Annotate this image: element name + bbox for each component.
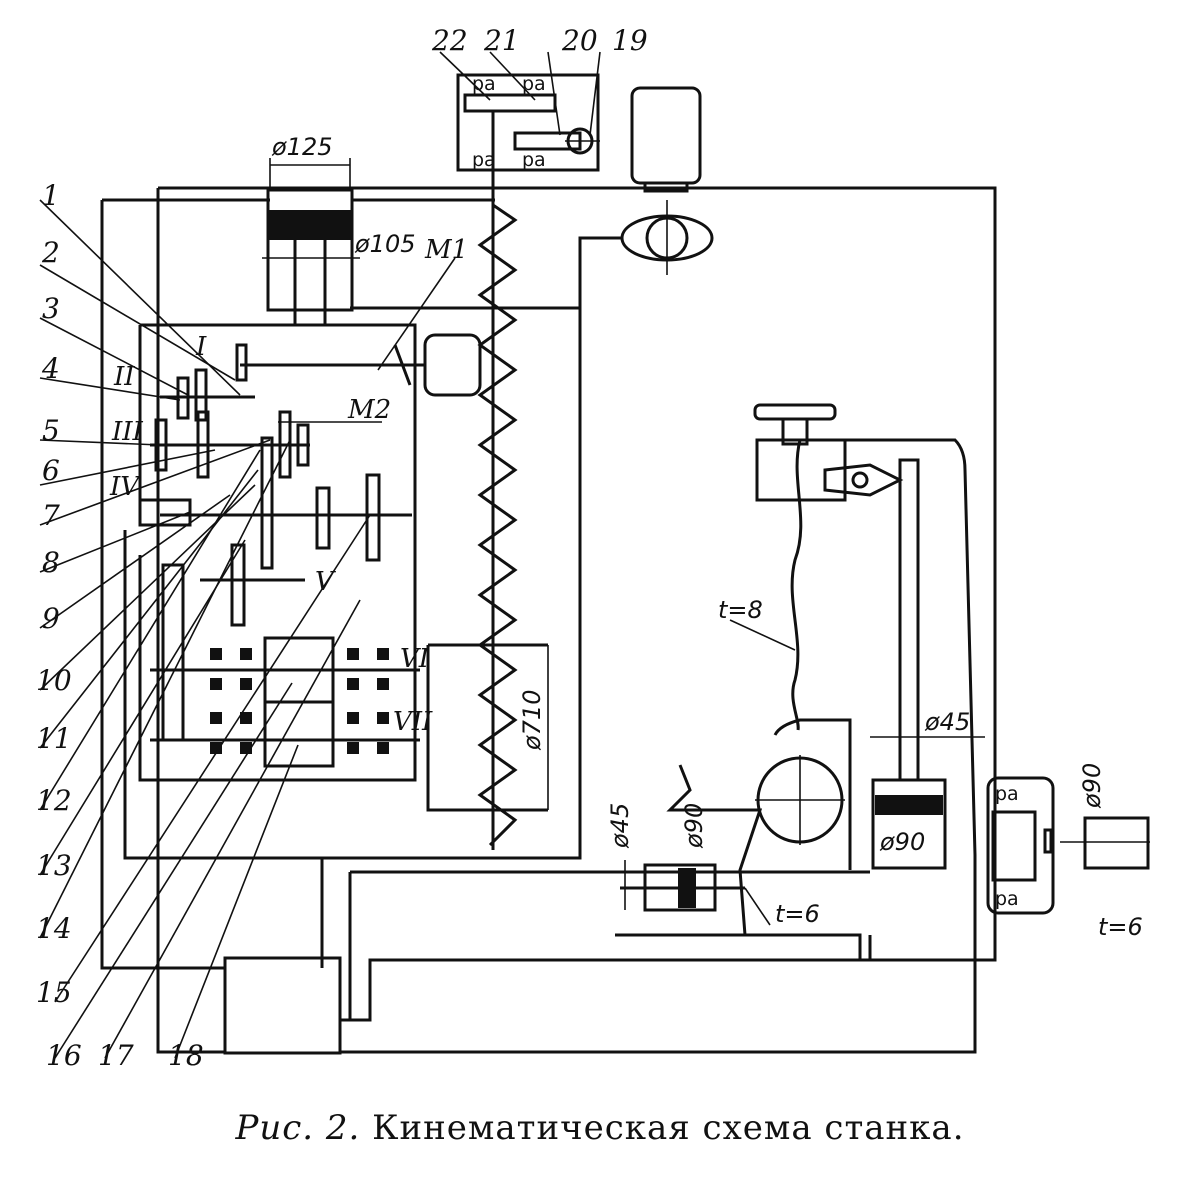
- label-3: 3: [42, 292, 60, 325]
- label-21: 21: [483, 24, 520, 57]
- shaft-label-vii: VII: [393, 707, 433, 737]
- label-12: 12: [36, 784, 72, 817]
- dim-d125: ø125: [271, 133, 333, 161]
- label-19: 19: [612, 24, 648, 57]
- bottom-gear-unit: [620, 860, 745, 912]
- gearbox-housing: [138, 323, 417, 782]
- dimension-labels: ø125 ø105 ø710 ø45 ø90 ø45 ø90 ø90 t=8 t…: [271, 133, 1143, 941]
- label-6: 6: [42, 454, 60, 487]
- label-9: 9: [42, 602, 60, 635]
- control-box: [223, 956, 342, 1055]
- label-8: 8: [42, 546, 60, 579]
- label-20: 20: [561, 24, 598, 57]
- top-motor: [620, 86, 714, 275]
- bearing-mark: pa: [522, 73, 546, 95]
- machine-frame: [100, 186, 997, 1054]
- label-18: 18: [168, 1039, 204, 1072]
- dim-d45-bottom: ø45: [606, 803, 634, 849]
- part-labels: 1 2 3 4 5 6 7 8 9 10 11 12 13 14 15 16 1…: [36, 24, 648, 1072]
- label-14: 14: [36, 912, 72, 945]
- dim-t8: t=8: [718, 596, 763, 624]
- label-22: 22: [431, 24, 468, 57]
- bearing-mark: pa: [472, 73, 496, 95]
- bearing-mark: pa: [472, 149, 496, 171]
- dim-d90-bottom: ø90: [680, 803, 708, 849]
- shaft-label-i: I: [195, 332, 207, 362]
- shaft-label-ii: II: [113, 362, 135, 392]
- label-2: 2: [41, 236, 60, 269]
- column: [835, 438, 985, 870]
- right-bearing-unit: pa pa: [986, 776, 1150, 915]
- motor-m1: [240, 333, 482, 397]
- dim-t6-right: t=6: [1098, 913, 1143, 941]
- bearings: [210, 648, 389, 754]
- dim-d90-right: ø90: [1078, 763, 1106, 809]
- label-10: 10: [36, 664, 72, 697]
- dim-d710: ø710: [518, 690, 546, 752]
- shaft-label-iii: III: [111, 417, 144, 447]
- label-15: 15: [36, 976, 72, 1009]
- clutch-label-m1: M1: [424, 235, 468, 265]
- label-16: 16: [46, 1039, 82, 1072]
- label-7: 7: [42, 499, 60, 532]
- label-1: 1: [42, 179, 60, 212]
- label-11: 11: [36, 722, 72, 755]
- dim-d105: ø105: [354, 230, 416, 258]
- bearing-mark: pa: [995, 888, 1019, 910]
- figure-title: Кинематическая схема станка.: [372, 1108, 965, 1148]
- bearing-mark: pa: [995, 783, 1019, 805]
- shaft-label-vi: VI: [400, 644, 430, 674]
- gear-train: [138, 343, 420, 768]
- shaft-labels: I II III IV V VI VII M1 M2: [109, 235, 468, 737]
- label-4: 4: [41, 352, 60, 385]
- leader-lines: [39, 51, 796, 1059]
- dim-d45-column: ø45: [924, 708, 970, 736]
- figure-number: Рис. 2.: [235, 1108, 361, 1148]
- label-5: 5: [42, 414, 60, 447]
- bearing-mark: pa: [522, 149, 546, 171]
- shaft-label-iv: IV: [109, 472, 141, 502]
- control-block: pa pa pa pa: [456, 73, 600, 172]
- clamp-unit: [753, 403, 904, 731]
- work-roller: [666, 718, 852, 936]
- dim-d90-column: ø90: [879, 828, 925, 856]
- clutch-label-m2: M2: [347, 395, 391, 425]
- input-pulley: [262, 158, 360, 325]
- shaft-label-v: V: [315, 567, 336, 597]
- drive-spring: [426, 110, 549, 850]
- figure-caption: Рис. 2. Кинематическая схема станка.: [0, 1108, 1200, 1148]
- label-13: 13: [36, 849, 72, 882]
- label-17: 17: [98, 1039, 134, 1072]
- dim-t6-left: t=6: [775, 900, 820, 928]
